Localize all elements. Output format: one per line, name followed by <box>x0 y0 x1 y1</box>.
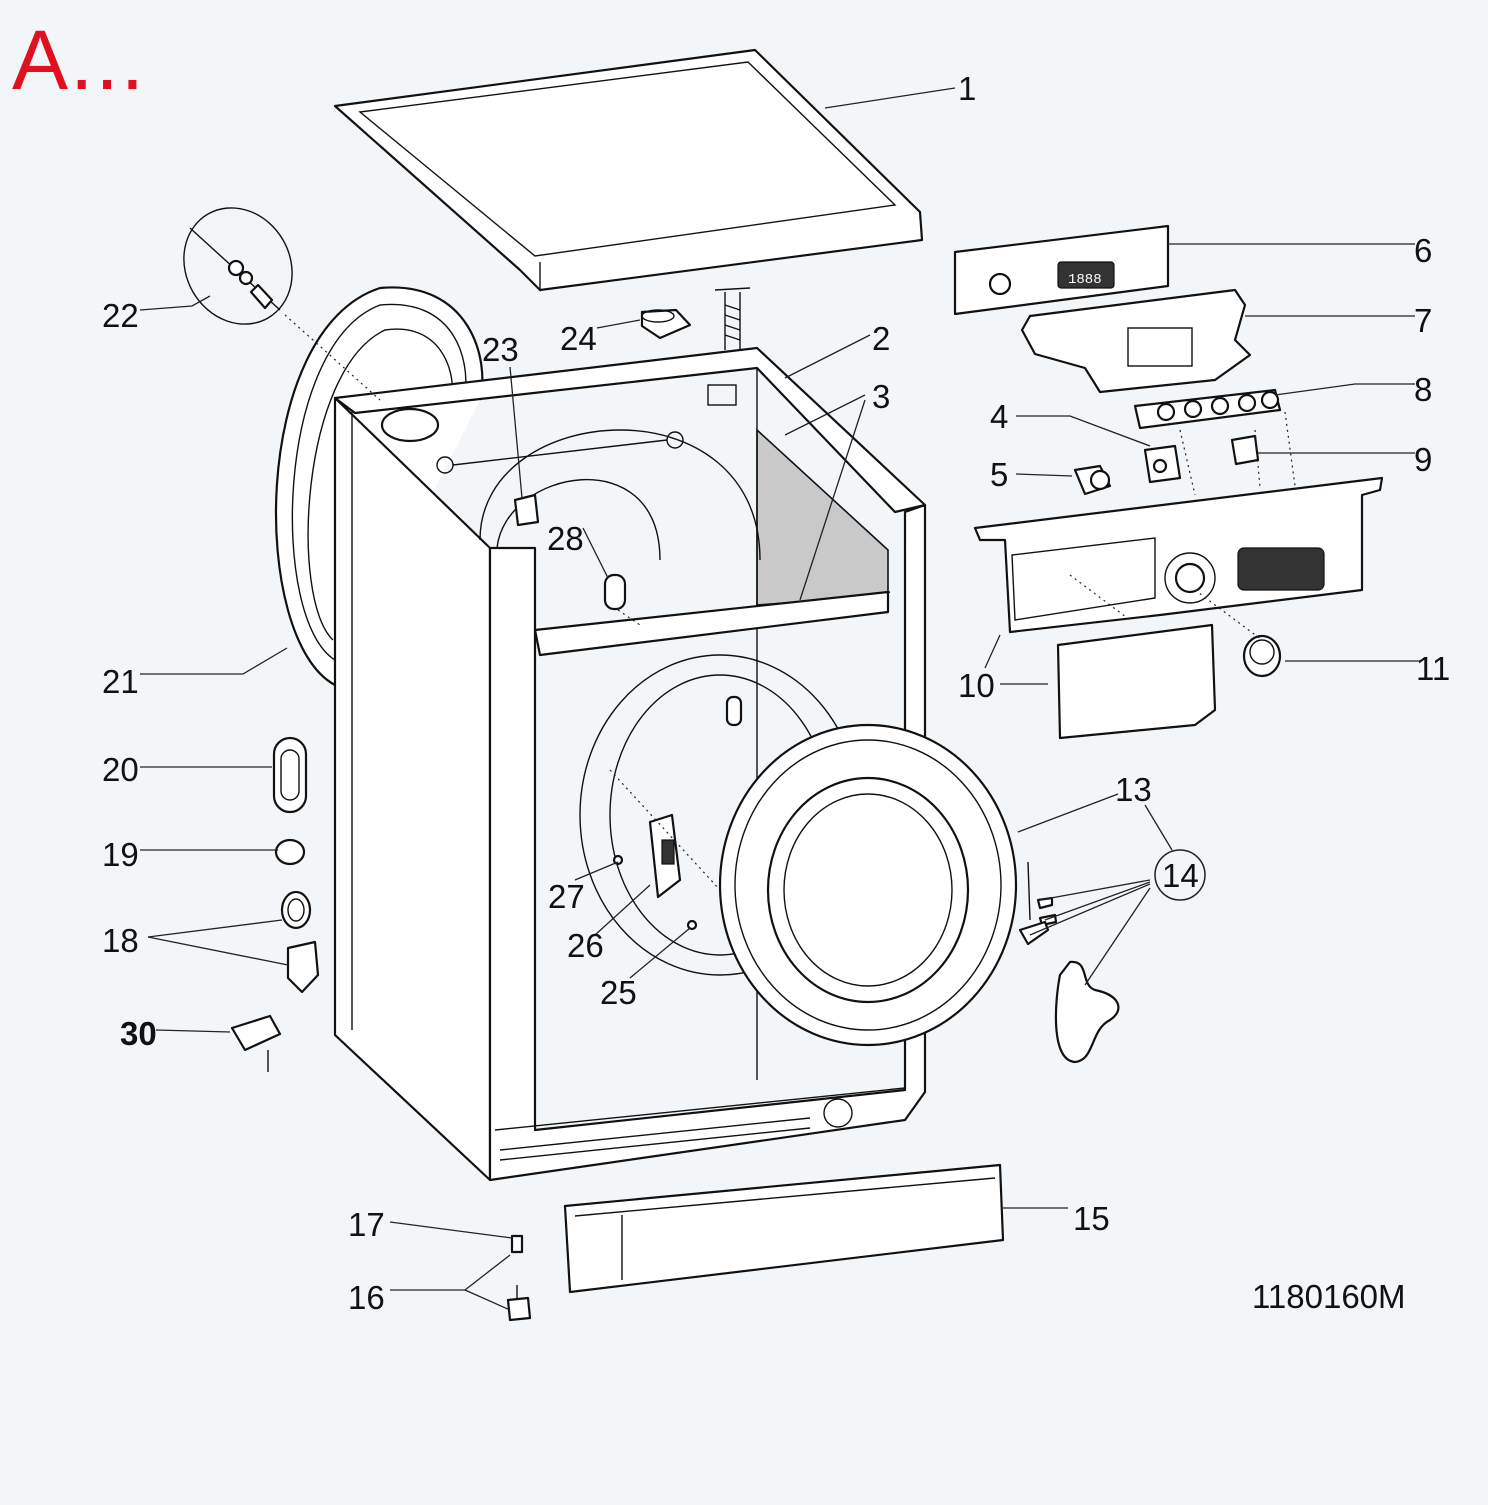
dotted-guide <box>1069 574 1131 621</box>
part-label: 14 <box>1162 857 1199 894</box>
part-bracket-30 <box>230 1014 282 1072</box>
part-shock-kit <box>183 207 381 401</box>
part-label: 11 <box>1416 650 1450 687</box>
part-label: 19 <box>102 836 139 873</box>
part-label: 21 <box>102 663 139 700</box>
part-button-strip-8 <box>1133 388 1282 430</box>
part-control-board-6: 1888 <box>953 224 1170 316</box>
part-screw-27 <box>612 854 624 866</box>
part-label: 13 <box>1115 771 1152 808</box>
part-23 <box>513 493 540 527</box>
part-spring-top <box>714 287 751 350</box>
diagram-reference-code: 1180160M <box>1252 1278 1406 1315</box>
part-knob-5 <box>1073 464 1112 496</box>
callout-circle-14 <box>1154 849 1206 901</box>
part-spring-17 <box>510 1234 524 1254</box>
dotted-guide <box>1284 411 1296 487</box>
dotted-guide <box>1254 429 1261 489</box>
part-slot <box>725 695 743 727</box>
part-label: 6 <box>1414 232 1432 269</box>
part-hinge-kit-14 <box>1018 861 1120 1064</box>
part-label: 17 <box>348 1206 385 1243</box>
part-label: 2 <box>872 320 890 357</box>
part-label: 7 <box>1414 302 1432 339</box>
part-label: 15 <box>1073 1200 1110 1237</box>
part-top-lid <box>333 48 924 292</box>
section-title: A... <box>12 13 147 107</box>
part-label: 4 <box>990 398 1008 435</box>
part-label: 9 <box>1414 441 1432 478</box>
part-clamp-18 <box>280 890 320 994</box>
part-28 <box>603 573 641 626</box>
part-panel-frame-7 <box>1020 288 1252 394</box>
part-bumper-20 <box>272 736 308 814</box>
part-label: 26 <box>567 927 604 964</box>
part-label: 3 <box>872 378 890 415</box>
part-label: 18 <box>102 922 139 959</box>
part-label: 24 <box>560 320 597 357</box>
part-label: 16 <box>348 1279 385 1316</box>
part-labels: 1 2 3 4 5 6 7 8 9 10 11 13 14 15 16 17 1… <box>102 70 1450 1316</box>
part-label: 23 <box>482 331 519 368</box>
part-clip-19 <box>274 838 306 866</box>
leader-lines <box>139 87 1420 1311</box>
display-digits: 1888 <box>1068 272 1102 288</box>
part-label: 30 <box>120 1015 157 1052</box>
part-label: 28 <box>547 520 584 557</box>
part-foot-16 <box>506 1285 532 1322</box>
part-label: 1 <box>958 70 976 107</box>
dotted-guide <box>1194 589 1263 641</box>
part-kickplate-15 <box>563 1163 1005 1294</box>
part-drawer-flap <box>1056 623 1217 740</box>
part-label: 10 <box>958 667 995 704</box>
part-label: 8 <box>1414 371 1432 408</box>
part-door-lock-26 <box>609 769 721 899</box>
part-label: 20 <box>102 751 139 788</box>
part-switch-9 <box>1230 434 1260 466</box>
part-door-13 <box>718 723 1018 1047</box>
part-knob-11 <box>1242 634 1282 678</box>
part-label: 5 <box>990 456 1008 493</box>
dotted-guide <box>1179 429 1196 496</box>
part-screw-25 <box>686 919 698 931</box>
part-label: 25 <box>600 974 637 1011</box>
part-label: 22 <box>102 297 139 334</box>
part-dispenser-10 <box>973 476 1384 634</box>
part-cabinet <box>333 346 927 1182</box>
part-switch-4 <box>1143 444 1182 484</box>
part-label: 27 <box>548 878 585 915</box>
part-bracket-24 <box>640 308 692 340</box>
